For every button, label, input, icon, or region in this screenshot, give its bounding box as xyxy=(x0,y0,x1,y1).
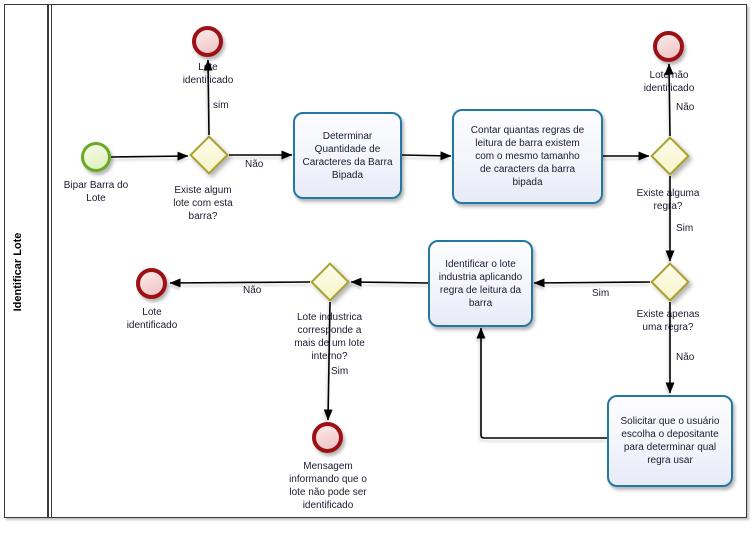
edge-label-nao: Não xyxy=(243,285,262,296)
lane-title: Identificar Lote xyxy=(12,232,24,312)
edge-label-nao: Não xyxy=(676,352,695,363)
edge-label-nao: Não xyxy=(245,159,264,170)
edge-label-sim: sim xyxy=(213,100,229,111)
task-solicitar-usuario-depositante[interactable]: Solicitar que o usuário escolha o deposi… xyxy=(607,395,733,487)
lane-divider xyxy=(50,4,52,518)
task-label: Solicitar que o usuário escolha o deposi… xyxy=(620,416,720,466)
label-gw-apenas-regra: Existe apenas uma regra? xyxy=(636,309,700,333)
edge-label-sim: Sim xyxy=(331,366,349,377)
label-start-bipar: Bipar Barra do Lote xyxy=(63,180,129,204)
label-end-identificado-left: Lote identificado xyxy=(126,307,178,331)
end-event-mensagem-lote-nao-identificado[interactable] xyxy=(312,422,343,453)
edge-label-sim: Sim xyxy=(676,223,694,234)
task-contar-regras-leitura[interactable]: Contar quantas regras de leitura de barr… xyxy=(452,109,603,204)
label-end-identificado-top: Lote identificado xyxy=(182,62,234,86)
end-event-lote-nao-identificado[interactable] xyxy=(653,31,684,62)
label-gw-existe-lote: Existe algum lote com esta barra? xyxy=(173,185,233,222)
task-identificar-lote-industria[interactable]: Identificar o lote industria aplicando r… xyxy=(428,240,533,327)
end-event-lote-identificado-left[interactable] xyxy=(136,268,167,299)
task-determinar-quantidade-caracteres[interactable]: Determinar Quantidade de Caracteres da B… xyxy=(293,112,402,199)
lane-divider xyxy=(47,4,49,518)
edge-label-nao: Não xyxy=(676,102,695,113)
task-label: Identificar o lote industria aplicando r… xyxy=(438,258,523,309)
label-gw-existe-regra: Existe alguma regra? xyxy=(636,188,700,212)
task-label: Determinar Quantidade de Caracteres da B… xyxy=(302,130,393,181)
edge-label-sim: Sim xyxy=(592,288,610,299)
task-label: Contar quantas regras de leitura de barr… xyxy=(470,125,585,188)
label-end-nao-identificado: Lote não identificado xyxy=(643,70,695,94)
start-event-bipar-barra[interactable] xyxy=(81,142,111,172)
label-gw-lote-industria: Lote industrica corresponde a mais de um… xyxy=(294,312,365,362)
label-end-mensagem: Mensagem informando que o lote não pode … xyxy=(289,461,367,511)
end-event-lote-identificado-top[interactable] xyxy=(192,26,223,57)
